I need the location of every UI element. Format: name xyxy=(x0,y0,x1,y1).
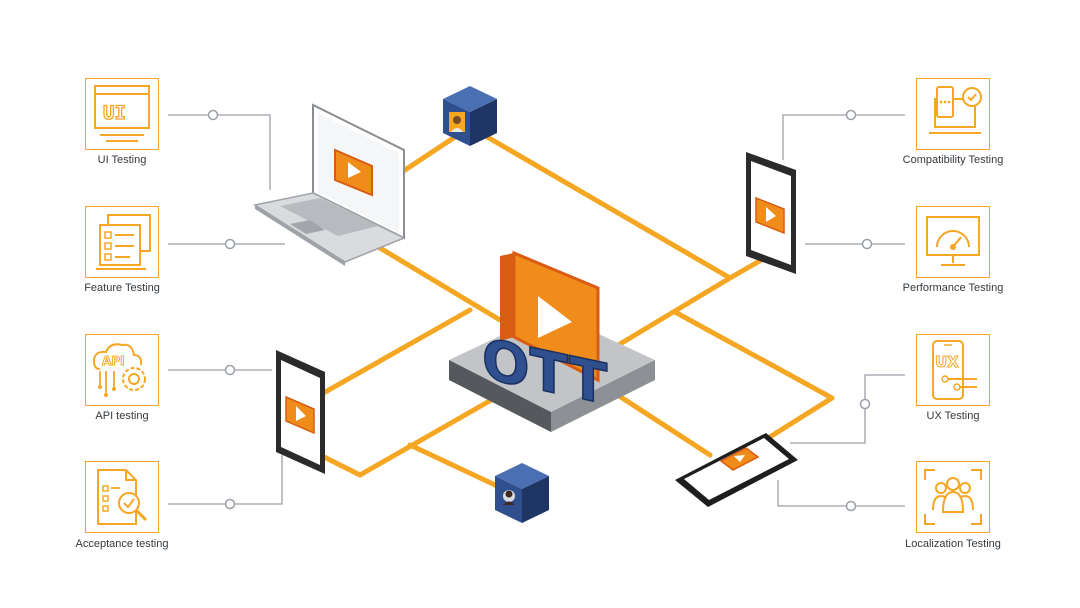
label-ux-testing: UX Testing xyxy=(926,410,980,422)
label-localization-testing: Localization Testing xyxy=(905,538,1001,550)
cube-user-bottom xyxy=(495,463,549,523)
label-ui-testing: UI Testing xyxy=(97,154,147,166)
document-magnifier-icon xyxy=(97,469,148,525)
label-compatibility-testing: Compatibility Testing xyxy=(902,154,1004,166)
card-localization-testing[interactable] xyxy=(916,461,990,533)
ui-icon: UI xyxy=(94,85,150,142)
label-api-testing: API testing xyxy=(95,410,149,422)
card-api-testing[interactable]: API xyxy=(85,334,159,406)
devices-check-icon xyxy=(929,86,982,134)
label-feature-testing: Feature Testing xyxy=(84,282,160,294)
phone-right xyxy=(746,152,796,274)
label-performance-testing: Performance Testing xyxy=(902,282,1004,294)
svg-text:API: API xyxy=(102,354,125,368)
phone-left xyxy=(276,350,325,474)
card-acceptance-testing[interactable] xyxy=(85,461,159,533)
svg-text:UX: UX xyxy=(935,353,959,371)
card-performance-testing[interactable] xyxy=(916,206,990,278)
center-platform: OTT xyxy=(449,250,655,432)
card-ux-testing[interactable]: UX xyxy=(916,334,990,406)
people-group-icon xyxy=(924,469,982,525)
ux-phone-icon: UX xyxy=(932,340,977,400)
card-feature-testing[interactable] xyxy=(85,206,159,278)
api-gear-icon: API xyxy=(92,343,146,397)
feature-checklist-icon xyxy=(96,214,151,270)
network-lines xyxy=(317,124,835,495)
speedometer-monitor-icon xyxy=(926,216,980,266)
connector-nodes xyxy=(207,109,873,512)
card-ui-testing[interactable]: UI xyxy=(85,78,159,150)
cube-user-top xyxy=(443,86,497,146)
label-acceptance-testing: Acceptance testing xyxy=(75,538,169,550)
tablet-device xyxy=(675,433,798,507)
card-compatibility-testing[interactable] xyxy=(916,78,990,150)
svg-text:UI: UI xyxy=(103,102,126,124)
laptop-device xyxy=(253,103,406,266)
